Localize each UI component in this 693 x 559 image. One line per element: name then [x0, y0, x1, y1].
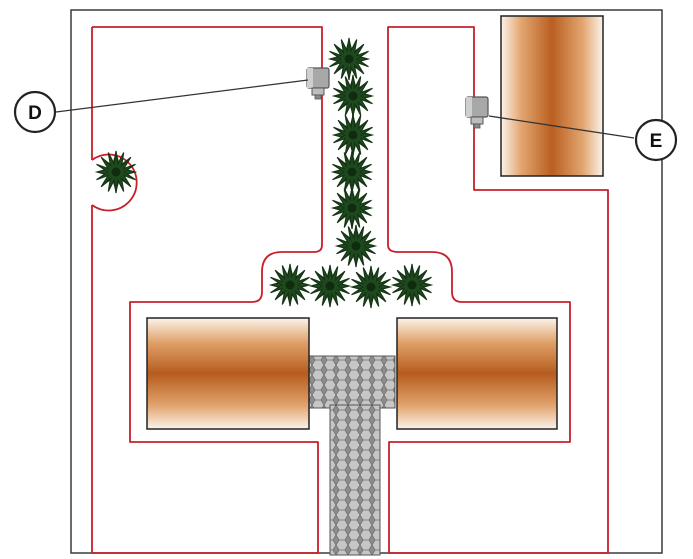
callout-line-d [55, 79, 309, 113]
callout-e-label: E [650, 131, 663, 152]
building-top-right [500, 15, 604, 177]
callout-d: D [13, 90, 57, 134]
callout-line-e [488, 115, 635, 139]
boundary-wire [91, 26, 609, 554]
callout-e: E [634, 118, 678, 162]
building-left [146, 317, 310, 430]
paving-path [308, 355, 396, 556]
building-right [396, 317, 558, 430]
callout-d-label: D [28, 103, 42, 124]
